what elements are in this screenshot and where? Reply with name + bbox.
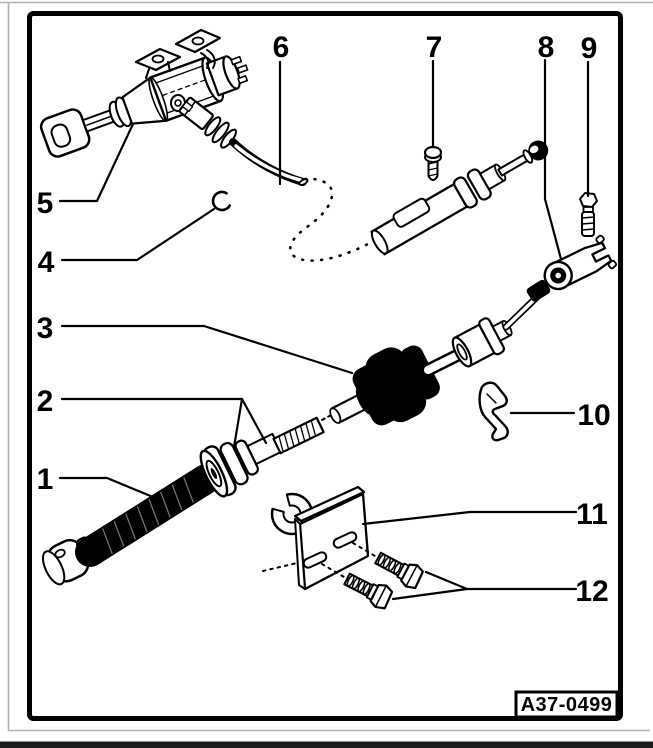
page-frame-lines — [0, 1, 653, 732]
callout-10: 10 — [577, 399, 610, 432]
callout-5: 5 — [37, 187, 54, 220]
callout-11: 11 — [576, 498, 608, 531]
callout-9: 9 — [581, 32, 598, 65]
callout-2: 2 — [37, 385, 54, 418]
securing-clip-drawing — [478, 381, 509, 442]
callout-3: 3 — [37, 312, 54, 345]
callout-4: 4 — [38, 246, 55, 279]
leader-12b — [391, 587, 469, 601]
callout-1: 1 — [37, 463, 54, 496]
c-clip-drawing — [211, 190, 232, 212]
callout-6: 6 — [273, 31, 290, 64]
hex-bolts-drawing — [321, 542, 424, 610]
diagram-border — [27, 11, 623, 721]
interlock-cable-drawing — [178, 96, 382, 262]
leader-3 — [60, 324, 354, 375]
leader-4 — [60, 207, 216, 262]
leader-5 — [58, 122, 135, 203]
bottom-window-bar — [0, 741, 653, 748]
bracket-drawing — [248, 471, 370, 591]
leader-8 — [543, 58, 563, 261]
ferrule-drawing — [199, 413, 334, 498]
callout-8: 8 — [538, 31, 555, 64]
grommet-drawing — [329, 285, 546, 426]
callout-7: 7 — [426, 31, 443, 64]
leader-lines — [58, 58, 590, 601]
bolt-9-drawing — [579, 192, 598, 237]
leader-2b — [240, 397, 268, 445]
linkage-end-drawing — [526, 234, 618, 302]
cable-drawing — [41, 464, 221, 586]
leader-1 — [58, 476, 155, 499]
callout-12: 12 — [575, 575, 608, 608]
figure-code-box: A37-0499 — [514, 690, 619, 719]
figure-code-label: A37-0499 — [521, 694, 613, 716]
screw-drawing — [423, 145, 443, 181]
pushrod-drawing — [370, 140, 549, 256]
lock-cylinder-drawing — [39, 28, 249, 158]
leader-11 — [361, 510, 578, 526]
